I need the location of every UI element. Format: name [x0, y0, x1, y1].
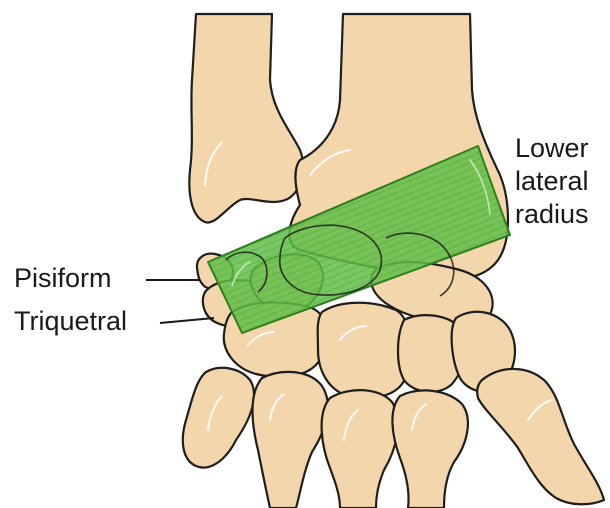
metacarpal-third	[322, 390, 398, 508]
label-triquetral: Triquetral	[14, 305, 127, 338]
label-lower-lateral-radius: Lower lateral radius	[515, 132, 589, 231]
ulna-bone	[189, 14, 303, 223]
metacarpal-fourth	[253, 372, 328, 508]
metacarpal-fifth	[183, 368, 254, 468]
capitate-bone	[318, 303, 411, 398]
label-radius-line-2: lateral	[515, 165, 589, 198]
label-radius-line-3: radius	[515, 198, 589, 231]
label-radius-line-1: Lower	[515, 132, 589, 165]
metacarpal-second	[392, 390, 468, 508]
triquetral-leader-line	[160, 318, 214, 323]
label-pisiform: Pisiform	[14, 262, 112, 295]
metacarpal-first	[477, 369, 604, 504]
